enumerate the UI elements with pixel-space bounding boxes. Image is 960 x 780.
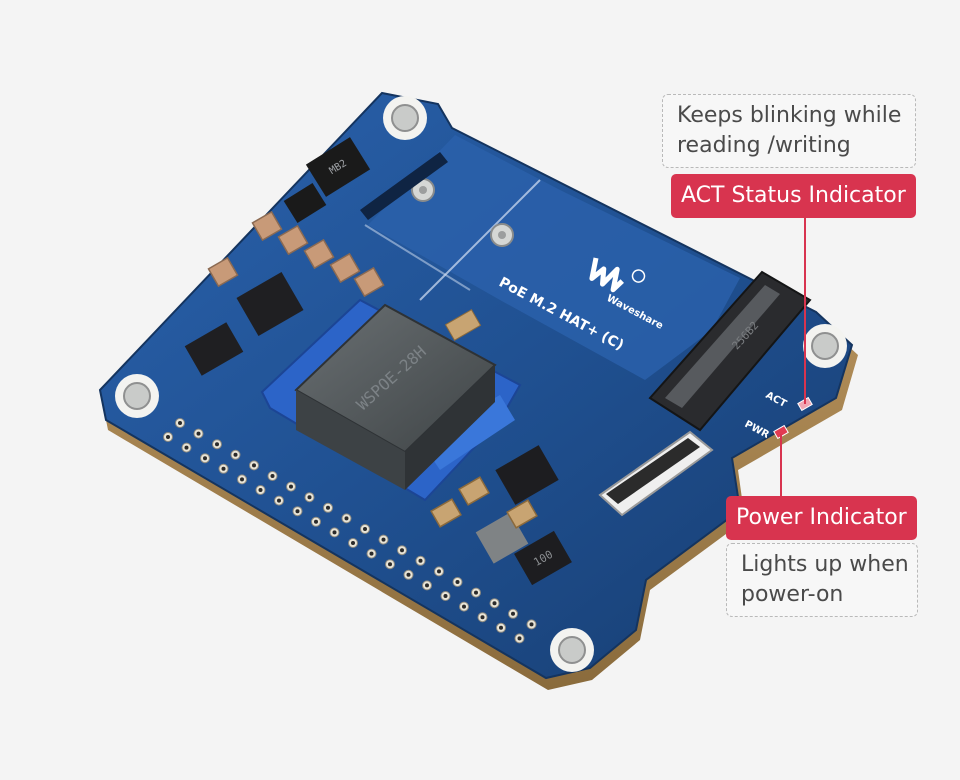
gpio-pin-hole	[351, 541, 355, 545]
gpio-pin-hole	[215, 442, 219, 447]
gpio-pin-hole	[203, 456, 207, 461]
gpio-pin-hole	[443, 594, 448, 598]
gpio-pin-hole	[332, 530, 337, 535]
gpio-pin-hole	[406, 572, 411, 577]
gpio-pin-hole	[258, 488, 263, 492]
gpio-pin-hole	[437, 569, 441, 574]
gpio-pin-hole	[455, 580, 460, 584]
act-note: Keeps blinking while reading /writing	[662, 94, 916, 168]
gpio-header	[163, 418, 537, 644]
gpio-pin-hole	[511, 611, 515, 616]
gpio-pin-hole	[492, 601, 497, 606]
gpio-pin-hole	[381, 537, 386, 542]
gpio-pin-hole	[326, 505, 330, 510]
gpio-pin-hole	[295, 509, 300, 514]
gpio-pin-hole	[277, 498, 281, 503]
gpio-pin-hole	[499, 625, 503, 630]
act-note-line-1: Keeps blinking while	[677, 103, 902, 128]
gpio-pin-hole	[240, 477, 244, 482]
pwr-note-line-1: Lights up when	[741, 552, 909, 577]
gpio-pin-hole	[462, 604, 466, 609]
gpio-pin-hole	[363, 527, 367, 531]
gpio-pin-hole	[369, 551, 374, 556]
capacitor-row	[207, 210, 385, 298]
m2-area	[368, 135, 740, 380]
gpio-pin-hole	[196, 431, 201, 436]
gpio-pin-hole	[388, 562, 392, 567]
pwr-note: Lights up when power-on	[726, 543, 918, 617]
act-status-label: ACT Status Indicator	[671, 174, 916, 218]
gpio-pin-hole	[344, 516, 349, 521]
pwr-led	[773, 424, 789, 440]
gpio-pin-hole	[178, 421, 182, 425]
gpio-pin-hole	[233, 452, 238, 457]
pwr-note-line-2: power-on	[741, 582, 844, 607]
gpio-pin-hole	[289, 484, 293, 489]
gpio-pin-hole	[314, 519, 318, 524]
gpio-pin-hole	[270, 474, 275, 478]
gpio-pin-hole	[418, 558, 423, 563]
gpio-pin-hole	[480, 615, 485, 620]
gpio-pin-hole	[474, 590, 478, 595]
gpio-pin-hole	[517, 636, 522, 641]
gpio-pin-hole	[166, 435, 170, 439]
gpio-pin-hole	[307, 495, 312, 500]
gpio-pin-hole	[425, 583, 429, 588]
waveshare-logo	[589, 257, 646, 293]
gpio-pin-hole	[221, 466, 226, 471]
gpio-pin-hole	[400, 548, 404, 553]
act-note-line-2: reading /writing	[677, 133, 851, 158]
gpio-pin-hole	[184, 445, 189, 450]
power-indicator-label: Power Indicator	[726, 496, 917, 540]
mounting-holes	[115, 96, 847, 672]
gpio-pin-hole	[252, 463, 256, 468]
gpio-pin-hole	[529, 622, 534, 627]
